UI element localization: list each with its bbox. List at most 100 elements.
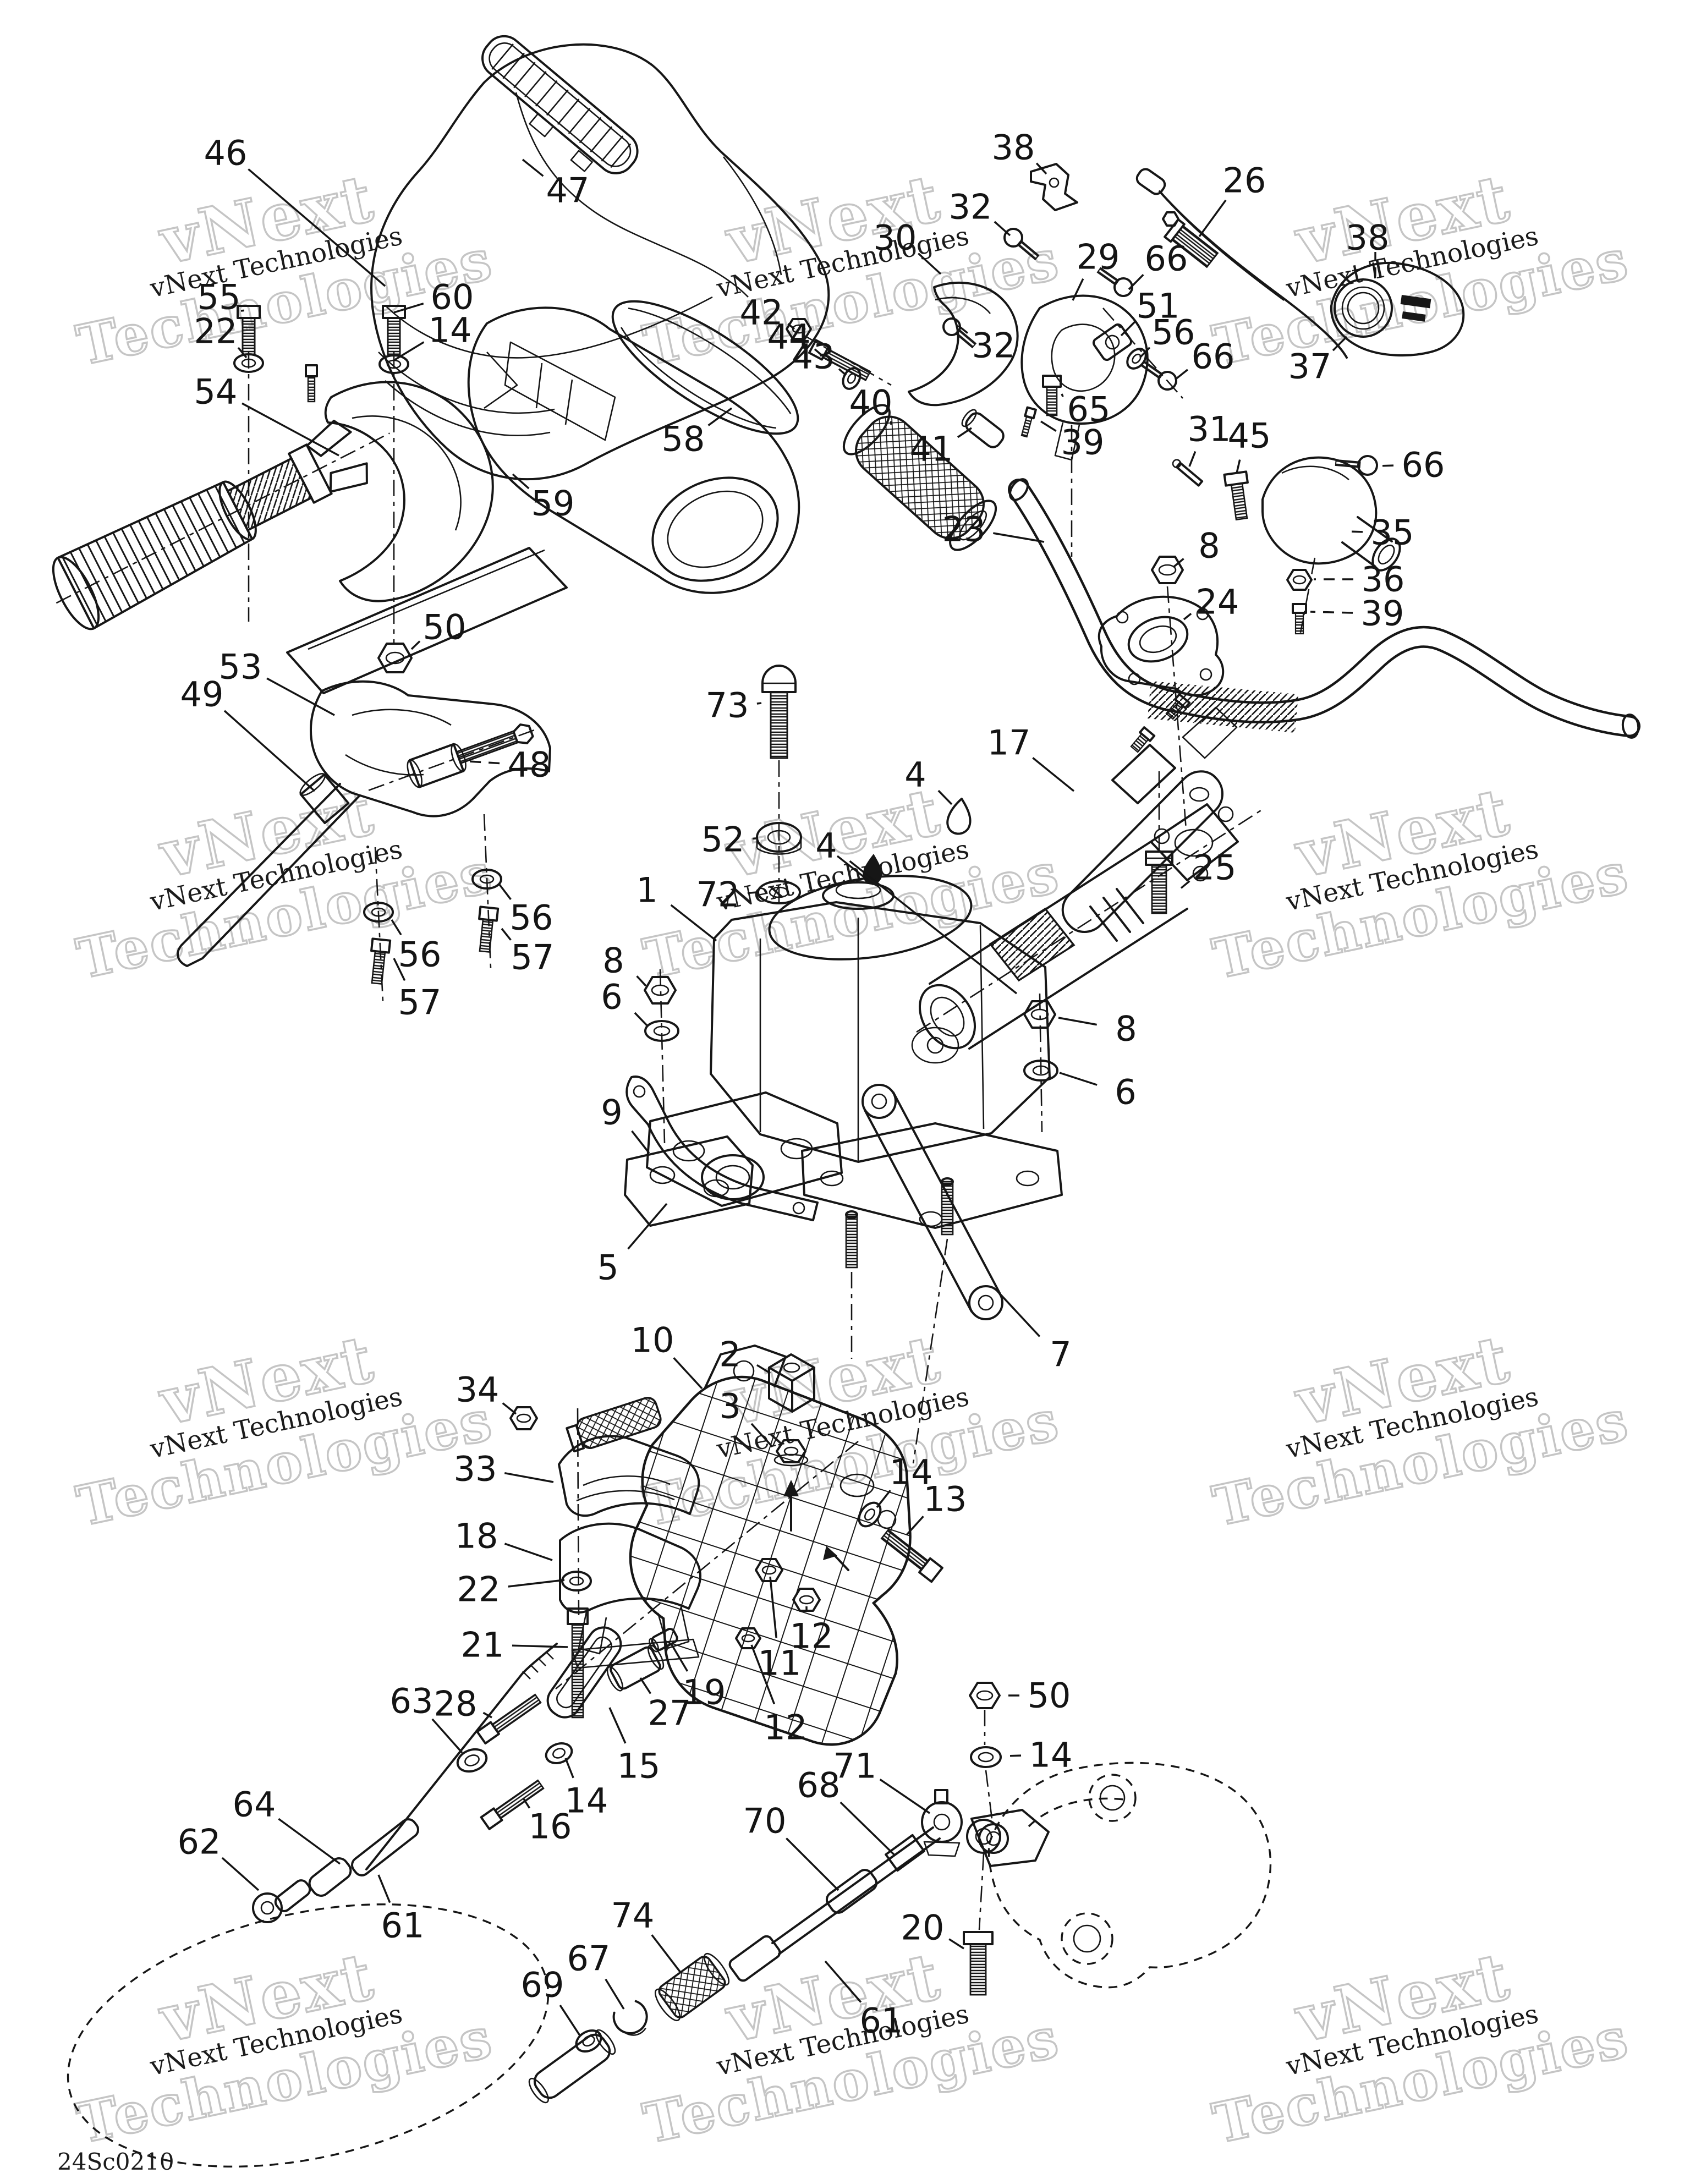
leader-28 bbox=[482, 1711, 492, 1719]
part-label-32: 32 bbox=[949, 187, 992, 227]
mount-plate-9 bbox=[624, 1135, 754, 1227]
steering-column-boot bbox=[52, 419, 390, 630]
part-label-57: 57 bbox=[511, 937, 555, 978]
leader-23 bbox=[993, 532, 1045, 543]
leader-58 bbox=[707, 407, 733, 426]
part-label-12: 12 bbox=[764, 1708, 808, 1748]
part-label-62: 62 bbox=[178, 1822, 221, 1862]
part-label-41: 41 bbox=[910, 429, 953, 469]
leader-56 bbox=[391, 919, 402, 936]
part-label-69: 69 bbox=[521, 1965, 564, 2005]
guard-part bbox=[970, 1762, 1272, 1989]
part-label-24: 24 bbox=[1196, 582, 1239, 622]
part-label-7: 7 bbox=[1050, 1335, 1071, 1375]
part-label-22: 22 bbox=[457, 1570, 501, 1610]
leader-65 bbox=[1061, 393, 1064, 397]
leader-4 bbox=[937, 789, 953, 805]
cable-assembly-part bbox=[67, 1643, 558, 2168]
part-label-29: 29 bbox=[1077, 237, 1120, 277]
leader-6 bbox=[634, 1012, 648, 1027]
part-label-6: 6 bbox=[601, 977, 622, 1017]
leader-47 bbox=[522, 158, 544, 177]
tie-rod-part bbox=[528, 1789, 1001, 2104]
leader-44 bbox=[814, 348, 823, 356]
leader-41 bbox=[957, 427, 972, 438]
bolt-16 bbox=[480, 1779, 545, 1830]
leader-6 bbox=[1059, 1072, 1098, 1086]
part-label-23: 23 bbox=[942, 509, 986, 550]
leader-73 bbox=[756, 702, 762, 705]
part-label-71: 71 bbox=[833, 1746, 877, 1786]
clip-67 bbox=[612, 2000, 648, 2036]
part-label-32: 32 bbox=[972, 326, 1016, 366]
leader-8 bbox=[636, 975, 647, 987]
small-screw bbox=[305, 364, 318, 403]
leader-12 bbox=[750, 1644, 776, 1705]
part-label-28: 28 bbox=[434, 1684, 478, 1724]
bolt-60 bbox=[382, 305, 406, 355]
part-code: 24Sc0210 bbox=[57, 2148, 174, 2175]
part-label-43: 43 bbox=[792, 337, 835, 377]
link-rod-7 bbox=[862, 1084, 1003, 1320]
part-label-55: 55 bbox=[197, 277, 241, 317]
part-label-47: 47 bbox=[546, 171, 590, 211]
steering-shaft-part bbox=[916, 803, 1266, 1050]
part-label-39: 39 bbox=[1361, 594, 1404, 634]
oil-drop-outline-icon bbox=[946, 798, 972, 835]
part-label-44: 44 bbox=[767, 317, 811, 357]
bolt-57-right bbox=[478, 906, 500, 953]
nut-42 bbox=[786, 318, 812, 340]
leader-14 bbox=[564, 1758, 574, 1779]
part-label-38: 38 bbox=[992, 128, 1035, 168]
bolt-73 bbox=[761, 665, 797, 759]
part-label-27: 27 bbox=[648, 1693, 692, 1733]
clamp-upper-part bbox=[558, 1397, 700, 1517]
part-label-2: 2 bbox=[719, 1335, 740, 1375]
part-label-5: 5 bbox=[597, 1248, 618, 1288]
washer-63 bbox=[456, 1748, 488, 1773]
leader-8 bbox=[1173, 558, 1184, 568]
part-label-12: 12 bbox=[790, 1616, 833, 1656]
nut-8-handlebar bbox=[1151, 556, 1184, 584]
washer-22-lower bbox=[561, 1571, 592, 1592]
leader-19 bbox=[670, 1643, 689, 1672]
leader-26 bbox=[1198, 199, 1227, 238]
part-label-48: 48 bbox=[508, 745, 551, 785]
leader-54 bbox=[242, 402, 339, 457]
bolt-44 bbox=[808, 339, 871, 382]
nut-36 bbox=[1286, 569, 1313, 591]
leader-45 bbox=[1236, 459, 1241, 474]
leader-56 bbox=[498, 884, 512, 900]
leader-34 bbox=[502, 1402, 517, 1415]
leader-67 bbox=[605, 1978, 625, 2010]
part-label-18: 18 bbox=[455, 1516, 498, 1556]
screw-39-b bbox=[1292, 603, 1307, 635]
leader-22 bbox=[237, 347, 248, 359]
leader-24 bbox=[1183, 613, 1192, 621]
leader-38 bbox=[1035, 162, 1047, 175]
leader-39 bbox=[1310, 611, 1353, 614]
leader-32 bbox=[957, 325, 969, 334]
leader-59 bbox=[512, 473, 530, 490]
throttle-housing-part bbox=[1020, 294, 1149, 557]
leader-61 bbox=[824, 1960, 862, 2003]
leader-16 bbox=[523, 1798, 531, 1809]
part-label-10: 10 bbox=[631, 1320, 674, 1360]
washer-22 bbox=[233, 353, 264, 373]
pin-31 bbox=[1172, 459, 1204, 487]
leader-3 bbox=[750, 1423, 773, 1448]
leader-51 bbox=[1120, 321, 1136, 337]
part-label-56: 56 bbox=[398, 935, 442, 975]
washer-14-bottom bbox=[970, 1746, 1002, 1768]
leader-60 bbox=[393, 303, 424, 314]
nut-74 bbox=[654, 1952, 730, 2022]
part-label-56: 56 bbox=[510, 898, 553, 938]
leader-31 bbox=[1188, 451, 1197, 467]
part-label-61: 61 bbox=[860, 2001, 903, 2041]
part-label-70: 70 bbox=[743, 1801, 787, 1841]
